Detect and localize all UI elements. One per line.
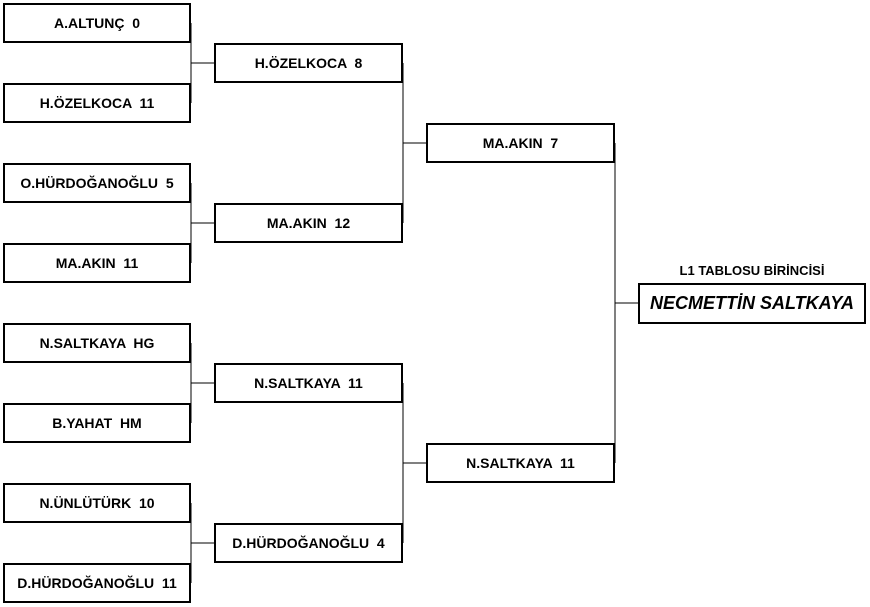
champion-name: NECMETTİN SALTKAYA — [638, 283, 866, 324]
round1-match-7-player: N.ÜNLÜTÜRK 10 — [3, 483, 191, 523]
round1-match-4-player: MA.AKIN 11 — [3, 243, 191, 283]
round3-player-1: MA.AKIN 7 — [426, 123, 615, 163]
round2-player-3: N.SALTKAYA 11 — [214, 363, 403, 403]
round1-match-8-player: D.HÜRDOĞANOĞLU 11 — [3, 563, 191, 603]
round2-player-4: D.HÜRDOĞANOĞLU 4 — [214, 523, 403, 563]
round2-player-2: MA.AKIN 12 — [214, 203, 403, 243]
round1-match-6-player: B.YAHAT HM — [3, 403, 191, 443]
round3-player-2: N.SALTKAYA 11 — [426, 443, 615, 483]
round1-match-3-player: O.HÜRDOĞANOĞLU 5 — [3, 163, 191, 203]
round1-match-5-player: N.SALTKAYA HG — [3, 323, 191, 363]
champion-label: L1 TABLOSU BİRİNCİSİ — [679, 263, 825, 278]
round1-match-2-player: H.ÖZELKOCA 11 — [3, 83, 191, 123]
round2-player-1: H.ÖZELKOCA 8 — [214, 43, 403, 83]
round1-match-1-player: A.ALTUNÇ 0 — [3, 3, 191, 43]
